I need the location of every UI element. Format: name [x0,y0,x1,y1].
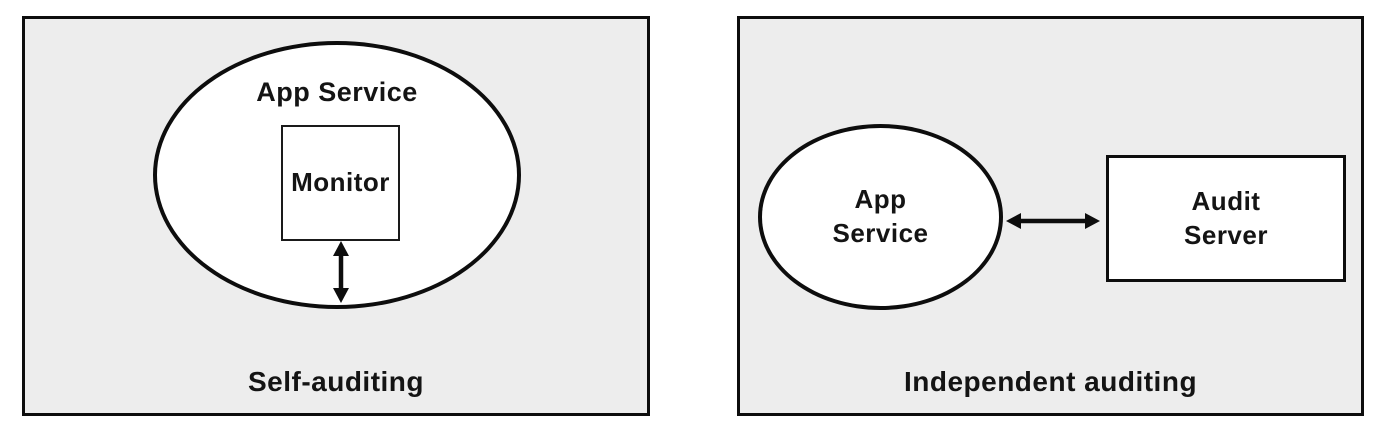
horizontal-double-arrow-icon [1006,213,1100,229]
self-auditing-caption: Self-auditing [247,366,425,397]
audit-server-label: Audit Server [1184,185,1268,250]
app-service-ellipse-right: App Service [758,124,1003,310]
vertical-double-arrow-icon [333,241,349,303]
monitor-label: Monitor [291,167,390,198]
independent-auditing-panel: App Service Audit Server Independent aud… [737,16,1364,416]
app-service-label-right: App Service [832,184,929,248]
app-service-label: App Service [256,77,418,107]
self-auditing-panel: App Service Monitor Self-auditing [22,16,650,416]
independent-auditing-caption: Independent auditing [903,366,1198,397]
monitor-box: Monitor [281,125,400,241]
audit-server-box: Audit Server [1106,155,1346,282]
